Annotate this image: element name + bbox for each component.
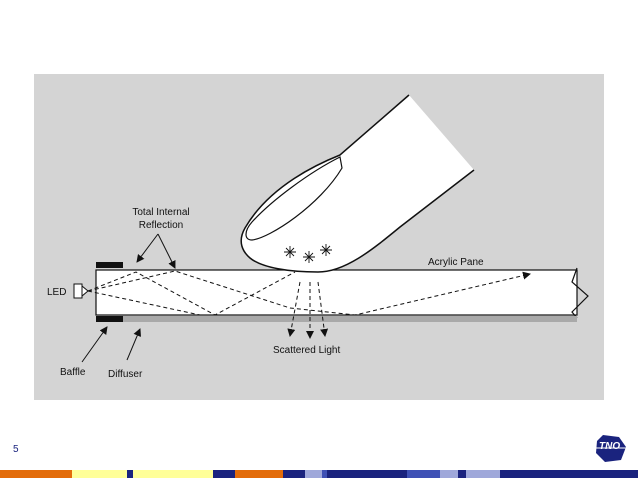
baffle-label: Baffle — [60, 367, 86, 378]
scattered-light-label: Scattered Light — [273, 345, 340, 356]
footer-segment — [440, 470, 458, 478]
finger-outline — [240, 94, 475, 273]
break-symbol — [571, 267, 589, 319]
acrylic-pane-label: Acrylic Pane — [428, 257, 484, 268]
label-pointers — [81, 233, 176, 363]
footer-segment — [327, 470, 407, 478]
tir-label-line2: Reflection — [139, 220, 183, 231]
scattered-light-arrows — [287, 281, 329, 339]
fingernail — [245, 156, 343, 241]
footer-segment — [127, 470, 133, 478]
tir-label-line1: Total Internal — [132, 207, 189, 218]
footer-segment — [458, 470, 466, 478]
footer-color-bar — [0, 470, 638, 478]
footer-segment — [500, 470, 638, 478]
sparkle-icon — [284, 244, 332, 263]
footer-segment — [322, 470, 327, 478]
tno-logo-icon — [593, 435, 627, 462]
acrylic-pane — [95, 269, 578, 316]
footer-segment — [466, 470, 500, 478]
footer-segment — [133, 470, 213, 478]
baffle-top — [96, 262, 123, 268]
diffuser-label: Diffuser — [108, 369, 143, 380]
logo-text: TNO — [599, 441, 621, 452]
diffuser-strip — [123, 316, 577, 322]
led-icon — [73, 283, 89, 299]
footer-segment — [0, 470, 72, 478]
baffle-bottom — [96, 316, 123, 322]
footer-segment — [305, 470, 322, 478]
footer-segment — [213, 470, 235, 478]
light-rays — [87, 270, 531, 316]
footer-segment — [235, 470, 283, 478]
footer-segment — [283, 470, 305, 478]
footer-segment — [407, 470, 440, 478]
led-label: LED — [47, 287, 66, 298]
page-number: 5 — [13, 444, 19, 455]
footer-segment — [72, 470, 127, 478]
